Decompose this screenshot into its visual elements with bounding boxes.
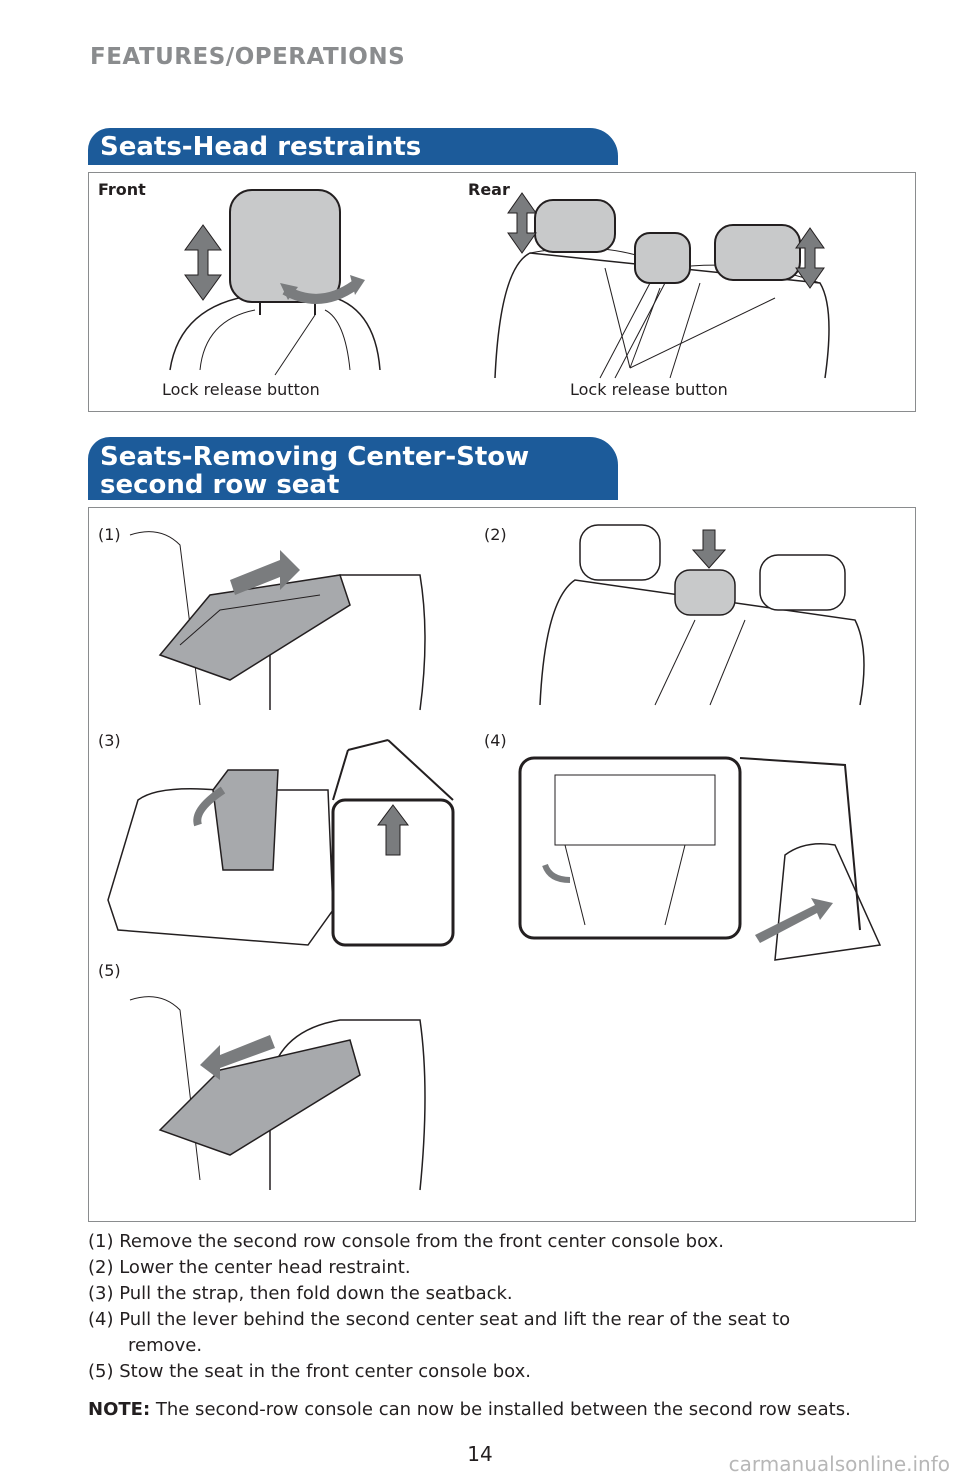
- rear-label: Rear: [468, 180, 510, 199]
- step-1-text: (1) Remove the second row console from t…: [88, 1231, 724, 1252]
- figure-label-1: (1): [98, 525, 121, 544]
- figure-label-2: (2): [484, 525, 507, 544]
- center-stow-banner: Seats-Removing Center-Stow second row se…: [88, 437, 618, 500]
- figure-label-4: (4): [484, 731, 507, 750]
- figure-label-5: (5): [98, 961, 121, 980]
- step5-stow-seat-illustration: [129, 996, 426, 1191]
- page-number: 14: [467, 1442, 493, 1466]
- steps-list: (1) Remove the second row console from t…: [88, 1229, 928, 1385]
- step-4-continuation: remove.: [128, 1335, 203, 1356]
- watermark: carmanualsonline.info: [728, 1452, 950, 1476]
- step-2-text: (2) Lower the center head restraint.: [88, 1257, 411, 1278]
- rear-head-restraints-illustration: [494, 192, 830, 379]
- rear-lock-release-label: Lock release button: [570, 380, 728, 399]
- step4-remove-seat-illustration: [518, 756, 882, 961]
- front-lock-release-label: Lock release button: [162, 380, 320, 399]
- note-text: The second-row console can now be instal…: [150, 1399, 851, 1420]
- head-restraints-title: Seats-Head restraints: [100, 132, 422, 162]
- center-stow-figure-box: [88, 507, 916, 1222]
- head-restraints-figure-box: [88, 172, 916, 412]
- section-header: FEATURES/OPERATIONS: [90, 44, 406, 70]
- note-label: NOTE:: [88, 1399, 151, 1420]
- step-5-text: (5) Stow the seat in the front center co…: [88, 1361, 532, 1382]
- head-restraints-banner: Seats-Head restraints: [88, 128, 618, 165]
- step-3-text: (3) Pull the strap, then fold down the s…: [88, 1283, 513, 1304]
- step2-lower-headrest-illustration: [539, 524, 865, 706]
- note-paragraph: NOTE: The second-row console can now be …: [88, 1399, 851, 1420]
- front-head-restraint-illustration: [169, 189, 381, 376]
- step3-fold-seatback-illustration: [107, 739, 455, 947]
- step1-console-removal-illustration: [129, 531, 426, 711]
- front-label: Front: [98, 180, 146, 199]
- figure-label-3: (3): [98, 731, 121, 750]
- step-4-text: (4) Pull the lever behind the second cen…: [88, 1309, 791, 1330]
- center-stow-title-line2: second row seat: [100, 470, 340, 500]
- center-stow-title-line1: Seats-Removing Center-Stow: [100, 442, 530, 472]
